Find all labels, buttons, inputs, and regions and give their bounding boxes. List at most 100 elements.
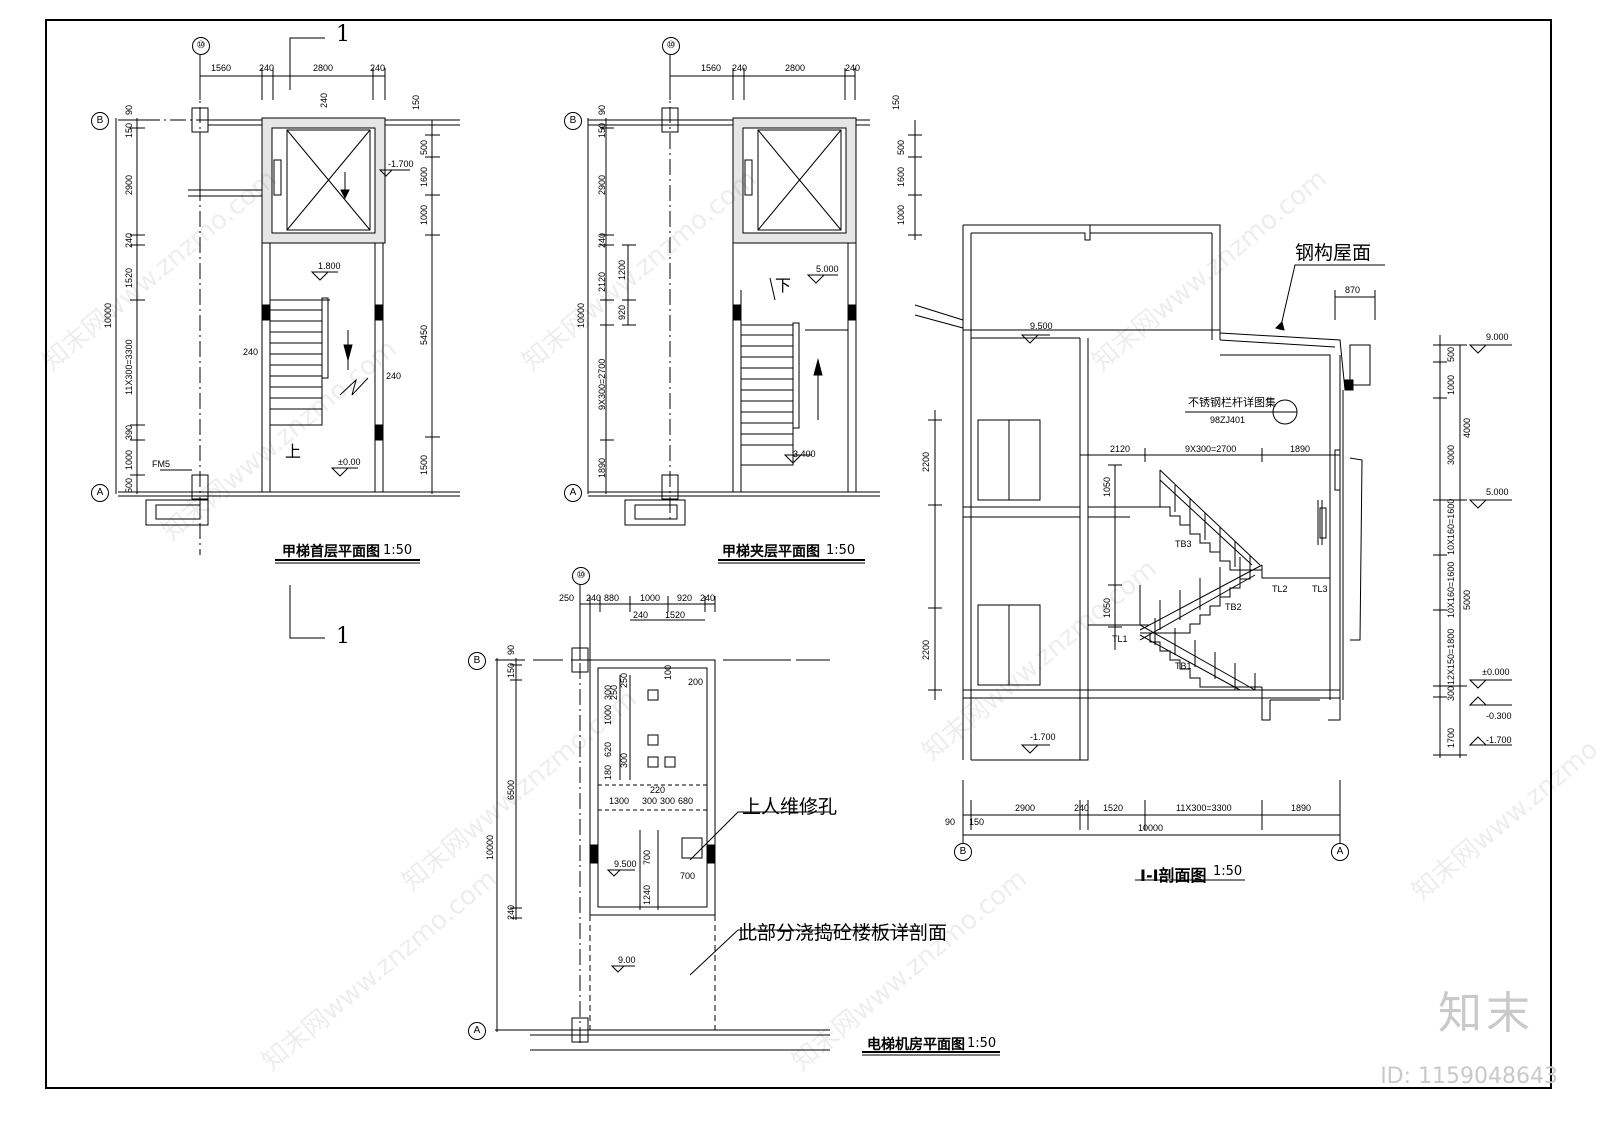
dim-text: 1890 xyxy=(1290,444,1311,454)
dim-text: 1000 xyxy=(419,204,429,225)
dim-text: 1000 xyxy=(124,449,134,470)
dim-text: 12X150=1800 xyxy=(1446,628,1456,685)
axis-bubble-b: B xyxy=(564,112,582,130)
dim-text: 240 xyxy=(319,92,329,108)
dim-text: 700 xyxy=(642,849,652,865)
dim-text: 500 xyxy=(896,139,906,155)
axis-bubble-10: ⑩ xyxy=(662,37,680,55)
dim-text: 90 xyxy=(506,644,516,655)
dim-text: 1300 xyxy=(609,796,630,806)
dim-text: 1520 xyxy=(1103,803,1124,813)
dim-text: 9X300=2700 xyxy=(1185,444,1237,454)
dim-text: 2120 xyxy=(597,271,607,292)
dim-text: 3000 xyxy=(1446,444,1456,465)
dim-text: 1050 xyxy=(1102,476,1112,497)
dim-text: 90 xyxy=(945,817,956,827)
dim-text: 1050 xyxy=(1102,597,1112,618)
dim-text: 10X160=1600 xyxy=(1446,498,1456,555)
stair-label: TL1 xyxy=(1112,634,1128,644)
section-marker-bottom: 1 xyxy=(336,624,350,649)
dim-text: 150 xyxy=(969,817,985,827)
section-scale: 1:50 xyxy=(1213,864,1243,879)
drawing-frame xyxy=(45,19,1552,1089)
dim-text: 4000 xyxy=(1462,417,1472,438)
dim-text: 2900 xyxy=(124,174,134,195)
dim-text: 1560 xyxy=(701,63,722,73)
stair-label: TB1 xyxy=(1175,661,1192,671)
dim-text: 240 xyxy=(124,232,134,248)
dim-text: 5450 xyxy=(419,324,429,345)
dim-text: 5000 xyxy=(1462,589,1472,610)
stair-down-label: 下 xyxy=(775,276,792,295)
dim-text: 1600 xyxy=(896,166,906,187)
mezzanine-title: 甲梯夹层平面图 xyxy=(722,544,820,560)
dim-text: 700 xyxy=(680,871,696,881)
dim-text: 1000 xyxy=(896,204,906,225)
dim-text: 250 xyxy=(559,593,575,603)
title-underlines xyxy=(275,559,1000,1056)
dim-text: 150 xyxy=(506,662,516,678)
dim-text: 6500 xyxy=(506,779,516,800)
dim-text: 1200 xyxy=(617,259,627,280)
axis-bubble-a: A xyxy=(564,484,582,502)
stair-label: TB2 xyxy=(1225,602,1242,612)
dim-text: 1000 xyxy=(1446,374,1456,395)
machine-room-title: 电梯机房平面图 xyxy=(867,1037,965,1053)
dim-text: 500 xyxy=(124,477,134,493)
level-mark: 9.500 xyxy=(614,859,637,869)
level-mark: -0.300 xyxy=(1486,711,1512,721)
dim-text: 100 xyxy=(663,664,673,680)
dim-text: 500 xyxy=(419,139,429,155)
dim-text: 240 xyxy=(845,63,861,73)
dim-text: 11X300=3300 xyxy=(124,339,134,395)
dim-text: 11X300=3300 xyxy=(1176,803,1232,813)
level-mark: -1.700 xyxy=(1486,735,1512,745)
level-mark: -1.700 xyxy=(388,159,414,169)
axis-bubble-b: B xyxy=(91,112,109,130)
level-mark: ±0.00 xyxy=(338,457,361,467)
dim-text: 1520 xyxy=(124,267,134,288)
machine-room-plan xyxy=(495,585,920,1051)
level-mark: 9.00 xyxy=(618,955,636,965)
dim-text: 10000 xyxy=(1138,823,1164,833)
dim-text: 220 xyxy=(650,785,666,795)
mezzanine-scale: 1:50 xyxy=(826,543,856,558)
dim-text: 9X300=2700 xyxy=(597,358,607,410)
stair-label: TL3 xyxy=(1312,584,1328,594)
dim-text: 240 xyxy=(1074,803,1090,813)
axis-bubble-b: B xyxy=(954,843,972,861)
stair-up-label: 上 xyxy=(285,442,302,461)
dim-text: 1520 xyxy=(665,610,686,620)
dim-text: 10000 xyxy=(485,834,495,860)
axis-bubble-a: A xyxy=(1331,843,1349,861)
dim-text: 920 xyxy=(617,304,627,320)
dim-text: 240 xyxy=(506,904,516,920)
dim-text: 880 xyxy=(604,593,620,603)
dim-text: 2900 xyxy=(597,174,607,195)
dim-text: 1600 xyxy=(419,166,429,187)
level-mark: ±0.000 xyxy=(1482,667,1510,677)
dim-text: 2120 xyxy=(1110,444,1131,454)
dim-text: 240 xyxy=(597,232,607,248)
dim-text: 10000 xyxy=(576,302,586,328)
dim-text: 10000 xyxy=(103,302,113,328)
dim-text: 240 xyxy=(370,63,386,73)
level-mark: 1.800 xyxy=(318,261,341,271)
dim-text: 1890 xyxy=(597,457,607,478)
dim-text: 2800 xyxy=(785,63,806,73)
dim-text: 300 xyxy=(642,796,658,806)
dim-text: 240 xyxy=(732,63,748,73)
door-fm5-label: FM5 xyxy=(152,459,170,469)
dim-text: 2800 xyxy=(313,63,334,73)
dim-text: 1560 xyxy=(211,63,232,73)
dim-text: 300 xyxy=(619,752,629,768)
dim-text: 2900 xyxy=(1015,803,1036,813)
axis-bubble-10: ⑩ xyxy=(572,567,590,585)
level-mark: 5.000 xyxy=(1486,487,1509,497)
level-mark: 9.500 xyxy=(1030,321,1053,331)
dim-text: 620 xyxy=(603,741,613,757)
stair-label: TB3 xyxy=(1175,539,1192,549)
dim-text: 240 xyxy=(700,593,716,603)
dim-text: 1000 xyxy=(603,704,613,725)
